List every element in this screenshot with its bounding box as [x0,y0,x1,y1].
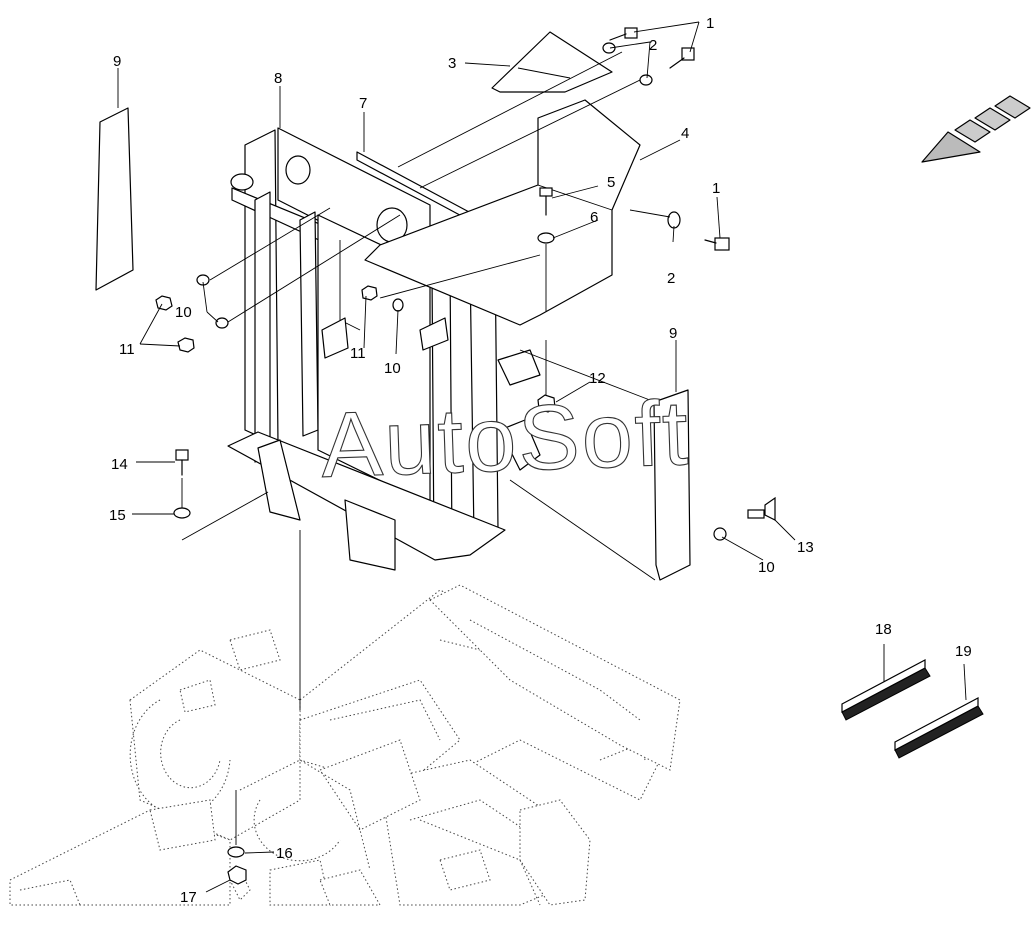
callout-6: 6 [590,209,598,226]
callout-1: 1 [712,180,720,197]
chassis-frame-outline [9,584,681,906]
callout-12: 12 [589,370,606,387]
callout-10: 10 [758,559,775,576]
side-panel-9-right [653,389,691,581]
leader-lines [117,21,967,893]
callout-13: 13 [797,539,814,556]
callout-11: 11 [350,345,366,362]
callout-19: 19 [955,643,972,660]
callout-11: 11 [119,341,135,358]
watermark: AutoSoft [319,382,691,497]
rubber-strip-19 [894,697,984,759]
callout-3: 3 [448,55,456,72]
bracket-3 [491,31,613,93]
callout-16: 16 [276,845,293,862]
lower-shroud [497,349,541,471]
callout-14: 14 [111,456,128,473]
callout-10: 10 [175,304,192,321]
callout-10: 10 [384,360,401,377]
callout-18: 18 [875,621,892,638]
callout-labels: 1 2 3 4 1 5 6 2 7 8 9 9 10 11 11 10 12 1… [109,15,972,906]
callout-4: 4 [681,125,689,142]
callout-5: 5 [607,174,615,191]
hardware [155,27,776,885]
callout-8: 8 [274,70,282,87]
radiator-frame-assembly [227,127,506,571]
top-cover-4 [364,99,641,326]
side-panel-9-left [95,107,134,291]
callout-2: 2 [649,37,657,54]
callout-7: 7 [359,95,367,112]
callout-15: 15 [109,507,126,524]
callout-9: 9 [669,325,677,342]
callout-17: 17 [180,889,197,906]
direction-arrow-icon [921,95,1031,163]
callout-2: 2 [667,270,675,287]
callout-1: 1 [706,15,714,32]
rubber-strip-18 [841,659,931,721]
callout-9: 9 [113,53,121,70]
